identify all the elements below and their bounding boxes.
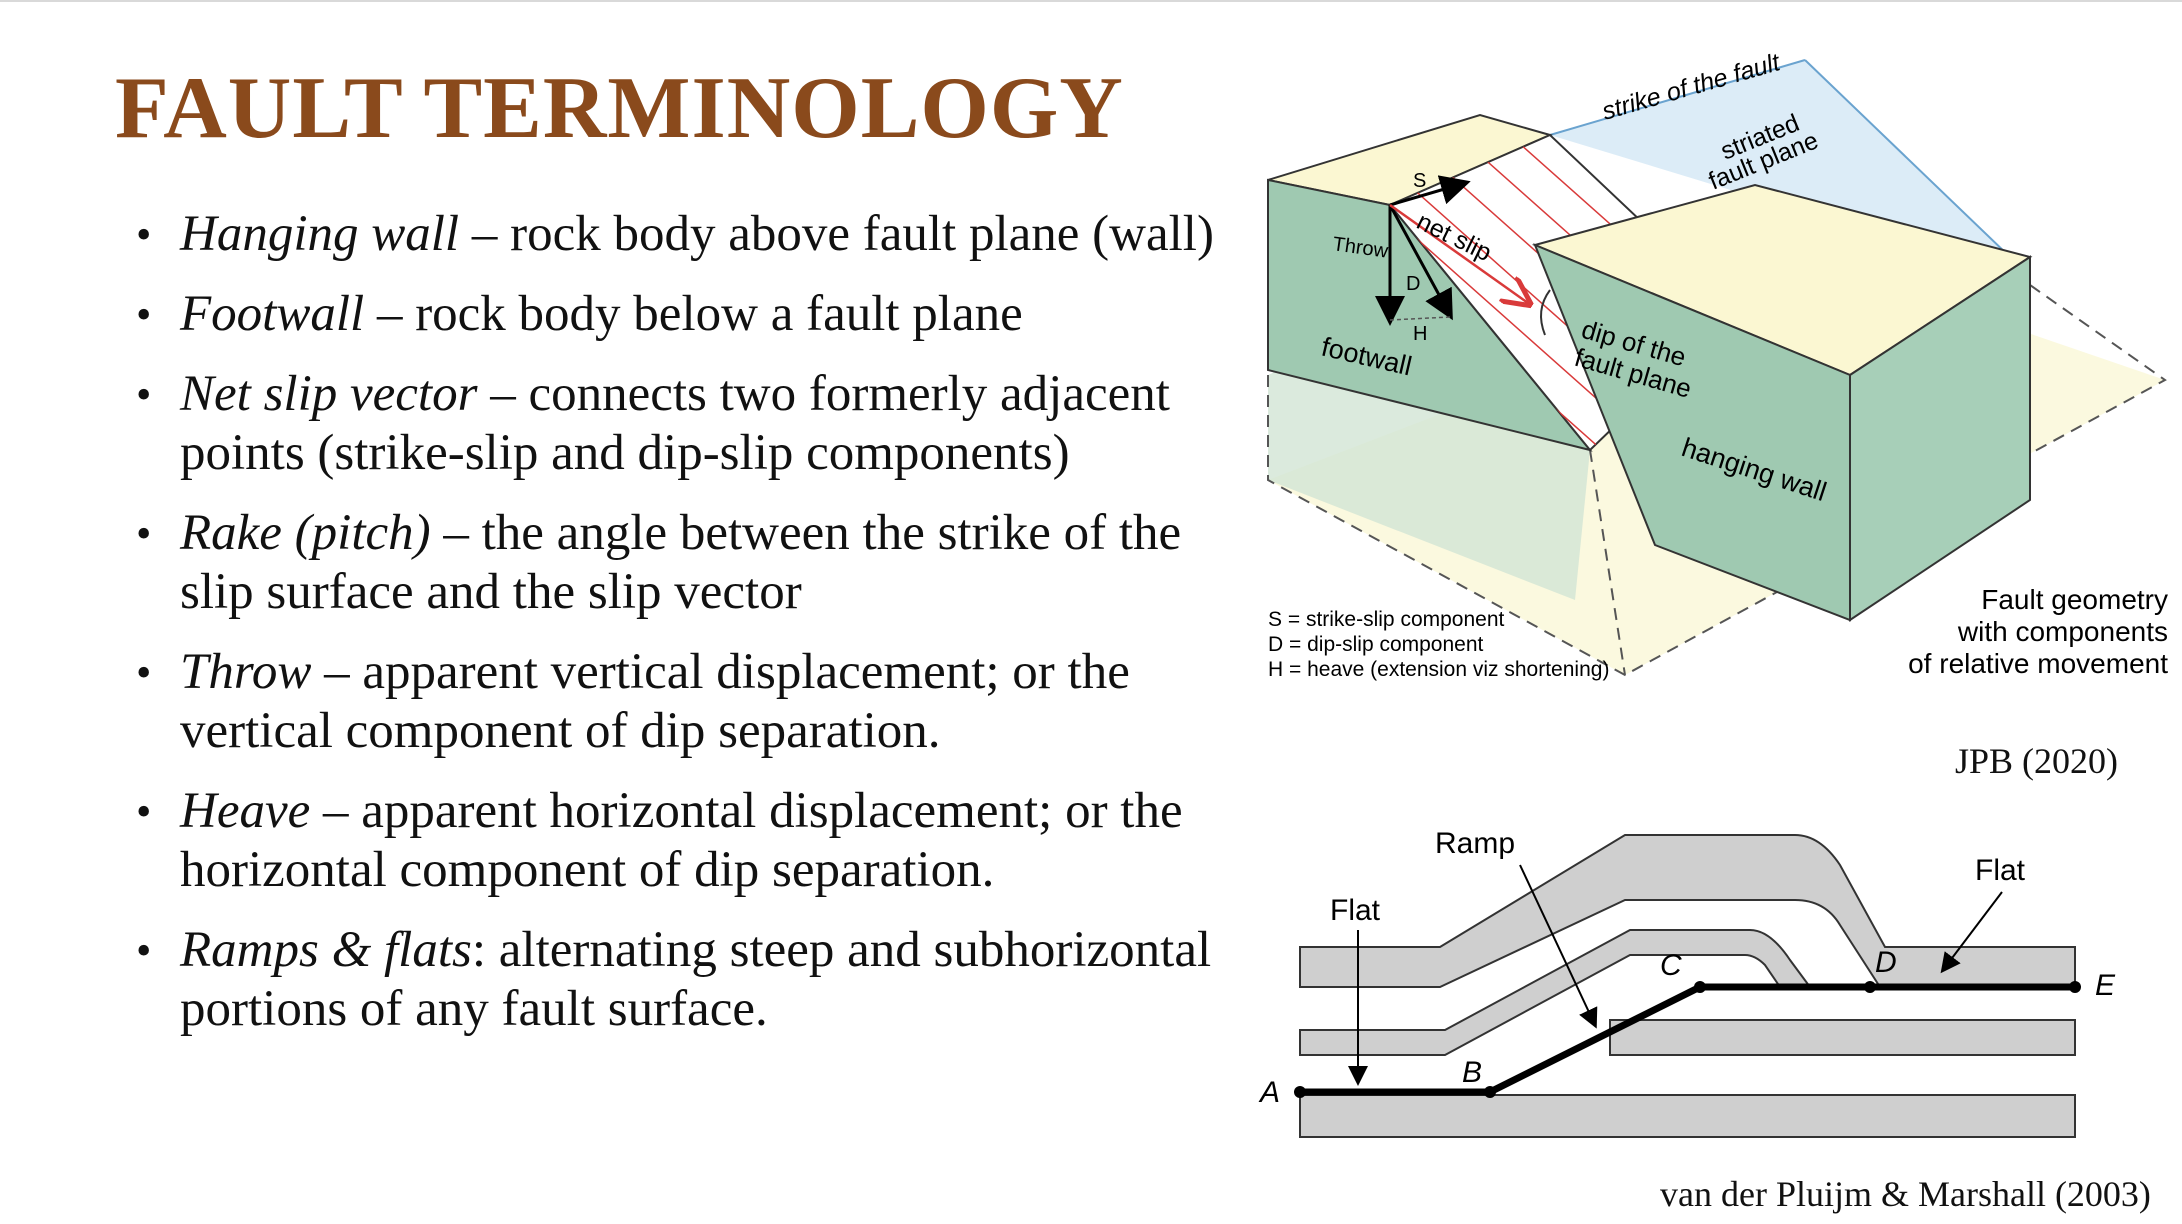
point-label-e: E — [2095, 969, 2116, 1002]
bullet-text: rock body above fault plane (wall) — [510, 206, 1214, 262]
heave-line — [1389, 316, 1451, 321]
bullet-term: Net slip vector — [180, 366, 478, 422]
point-c — [1694, 981, 1706, 993]
point-d — [1864, 981, 1876, 993]
s-label: S — [1413, 170, 1426, 192]
bullet-term: Rake (pitch) — [180, 505, 431, 561]
ramp-label: Ramp — [1435, 827, 1515, 860]
bullet-text: the angle between the strike of the slip… — [180, 505, 1182, 620]
point-a — [1294, 1086, 1306, 1098]
bullet-separator: – — [459, 206, 511, 262]
bullet-list: Hanging wall – rock body above fault pla… — [132, 205, 1222, 1060]
fault-block-diagram: strike of the fault striated fault plane… — [1267, 48, 2168, 681]
point-label-b: B — [1462, 1056, 1482, 1089]
flat-label-left: Flat — [1330, 894, 1381, 927]
bullet-separator: – — [310, 783, 362, 839]
bullet-term: Footwall — [180, 286, 365, 342]
hanging-wall-side — [1849, 255, 2031, 622]
list-item: Footwall – rock body below a fault plane — [132, 285, 1222, 344]
fault-strike-line — [1549, 59, 1806, 136]
figure-caption: Fault geometry — [1981, 584, 2168, 615]
ramp-pointer — [1519, 864, 1598, 1029]
bullet-term: Hanging wall — [180, 206, 460, 262]
legend-item: H = heave (extension viz shortening) — [1268, 658, 1609, 681]
credit-jpb: JPB (2020) — [1955, 741, 2119, 781]
list-item: Throw – apparent vertical displacement; … — [132, 643, 1222, 761]
list-item: Heave – apparent horizontal displacement… — [132, 782, 1222, 900]
bullet-separator: – — [430, 505, 482, 561]
bullet-term: Heave — [180, 783, 311, 839]
figure-caption: with components — [1957, 616, 2168, 647]
plane-edge — [1804, 59, 2011, 258]
point-e — [2069, 981, 2081, 993]
bullet-separator: – — [364, 286, 416, 342]
legend-item: D = dip-slip component — [1268, 633, 1484, 656]
striated-fault-plane — [1550, 60, 2010, 257]
point-label-a: A — [1258, 1076, 1280, 1109]
point-label-c: C — [1660, 949, 1682, 982]
dashed-line — [1589, 449, 1626, 676]
credit-pluijm: van der Pluijm & Marshall (2003) — [1660, 1174, 2151, 1214]
dip-slip-arrow — [1388, 204, 1453, 321]
fault-trace — [1300, 983, 2075, 1096]
strike-slip-arrow — [1389, 175, 1471, 207]
ramp-flat-diagram: A B C D E Ramp Flat Flat — [1258, 827, 2116, 1138]
list-item: Rake (pitch) – the angle between the str… — [132, 504, 1222, 622]
bullet-text: connects two formerly adjacent points (s… — [180, 366, 1170, 481]
flat-pointer-right — [1940, 891, 2003, 974]
point-b — [1484, 1086, 1496, 1098]
bullet-term: Throw — [180, 644, 312, 700]
net-slip-arrow — [1389, 203, 1528, 303]
top-border — [0, 0, 2182, 2]
h-label: H — [1413, 323, 1427, 345]
bullet-text: rock body below a fault plane — [415, 286, 1023, 342]
bullet-text: apparent vertical displacement; or the v… — [180, 644, 1130, 759]
page-title: FAULT TERMINOLOGY — [115, 60, 1124, 157]
layer-right-low — [1299, 1094, 2076, 1138]
dip-angle-arc — [1540, 289, 1551, 336]
d-label: D — [1406, 273, 1420, 295]
list-item: Ramps & flats: alternating steep and sub… — [132, 921, 1222, 1039]
list-item: Net slip vector – connects two formerly … — [132, 365, 1222, 483]
figure-caption: of relative movement — [1908, 648, 2168, 679]
layer-right-mid — [1609, 1019, 2076, 1056]
bullet-separator: – — [311, 644, 363, 700]
bullet-text: alternating steep and subhorizontal port… — [180, 922, 1212, 1037]
bullet-term: Ramps & flats — [180, 922, 472, 978]
list-item: Hanging wall – rock body above fault pla… — [132, 205, 1222, 264]
legend-item: S = strike-slip component — [1268, 608, 1505, 631]
point-label-d: D — [1875, 946, 1897, 979]
flat-label-right: Flat — [1975, 854, 2026, 887]
bullet-text: apparent horizontal displacement; or the… — [180, 783, 1183, 898]
bullet-separator: – — [477, 366, 529, 422]
bullet-separator: : — [471, 922, 499, 978]
layer-upper — [1299, 834, 2076, 988]
